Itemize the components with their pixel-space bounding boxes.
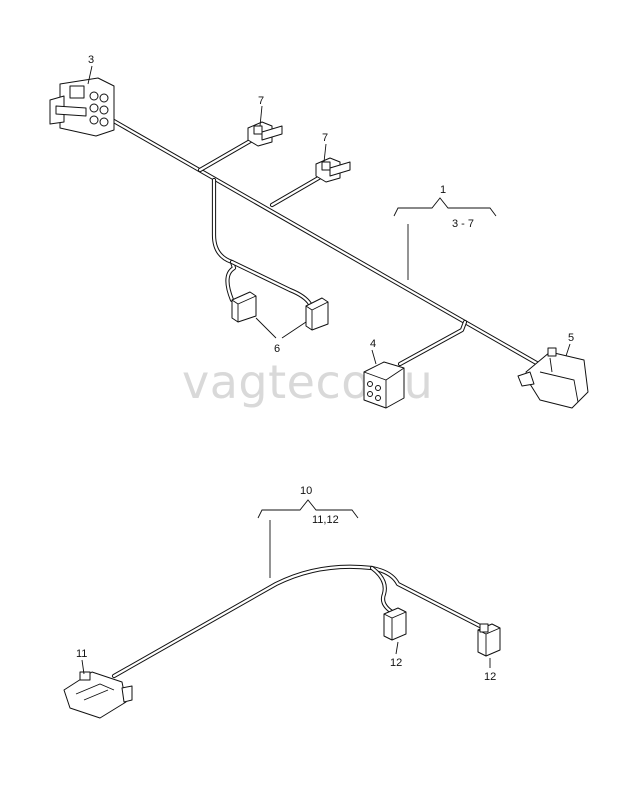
- leader-lines-10: [81, 499, 491, 675]
- callout-7-upper: 7: [258, 95, 264, 107]
- connector-12-left: [383, 607, 407, 641]
- callout-12-left: 12: [390, 657, 402, 669]
- connector-4: [363, 361, 405, 409]
- assembly-1-range: 3 - 7: [452, 218, 474, 230]
- connector-6-left: [231, 291, 257, 323]
- connector-5: [517, 347, 589, 409]
- callout-7-lower: 7: [322, 132, 328, 144]
- connector-3: [49, 77, 115, 137]
- callout-3: 3: [88, 54, 94, 66]
- assembly-10-number: 10: [300, 485, 312, 497]
- clip-7-upper: [247, 121, 283, 147]
- connector-6-right: [305, 297, 329, 331]
- harness-10: [111, 564, 483, 679]
- leader-lines-1: [87, 65, 571, 365]
- callout-12-right: 12: [484, 671, 496, 683]
- callout-11: 11: [76, 648, 87, 660]
- clip-7-lower: [315, 157, 351, 183]
- connector-12-right: [477, 623, 501, 657]
- callout-5: 5: [568, 332, 574, 344]
- connector-11: [63, 671, 133, 719]
- callout-4: 4: [370, 338, 376, 350]
- callout-6: 6: [274, 343, 280, 355]
- assembly-10-range: 11,12: [312, 514, 339, 526]
- assembly-1-number: 1: [440, 184, 446, 196]
- harness-1: [109, 117, 543, 368]
